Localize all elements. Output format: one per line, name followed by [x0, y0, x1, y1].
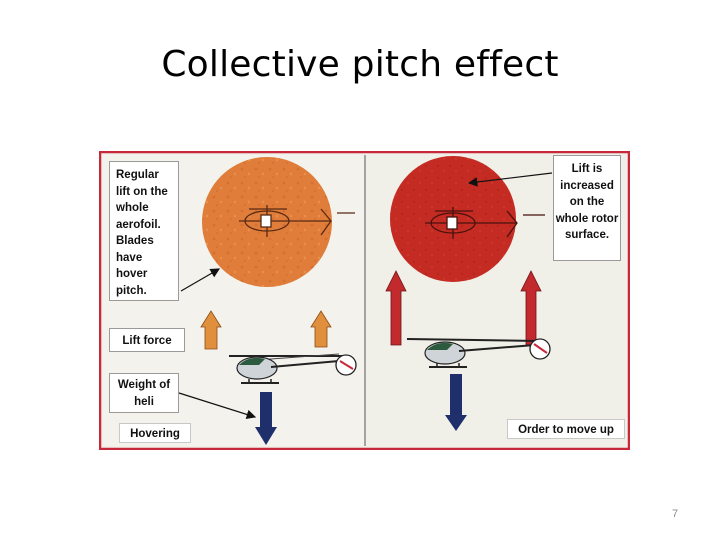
slide-title: Collective pitch effect — [161, 44, 559, 85]
climb-helicopter-side-icon — [406, 338, 551, 368]
weight-arrow-climb — [445, 374, 467, 431]
lift-arrow-climb-right — [520, 270, 542, 346]
weight-label: Weight of heli — [109, 373, 179, 413]
regular-lift-label: Regular lift on the whole aerofoil. Blad… — [109, 161, 179, 301]
collective-pitch-diagram: Regular lift on the whole aerofoil. Blad… — [99, 151, 630, 450]
lift-arrow-climb-left — [385, 270, 407, 346]
pointer-increase-to-disc — [467, 172, 553, 187]
lift-force-label: Lift force — [109, 328, 185, 352]
weight-arrow-hover — [255, 392, 277, 445]
lift-arrow-hover-left — [200, 310, 222, 350]
pointer-regular-to-disc — [180, 268, 221, 292]
hover-disc-helicopter-icon — [239, 205, 355, 237]
lift-arrow-hover-right — [310, 310, 332, 348]
lift-increased-label: Lift is increased on the whole rotor sur… — [553, 155, 621, 261]
hover-helicopter-side-icon — [229, 353, 357, 384]
climb-disc-helicopter-icon — [425, 207, 545, 239]
order-up-label: Order to move up — [507, 419, 625, 439]
hovering-label: Hovering — [119, 423, 191, 443]
pointer-weight-to-arrow — [178, 392, 257, 420]
page-number: 7 — [671, 508, 679, 520]
